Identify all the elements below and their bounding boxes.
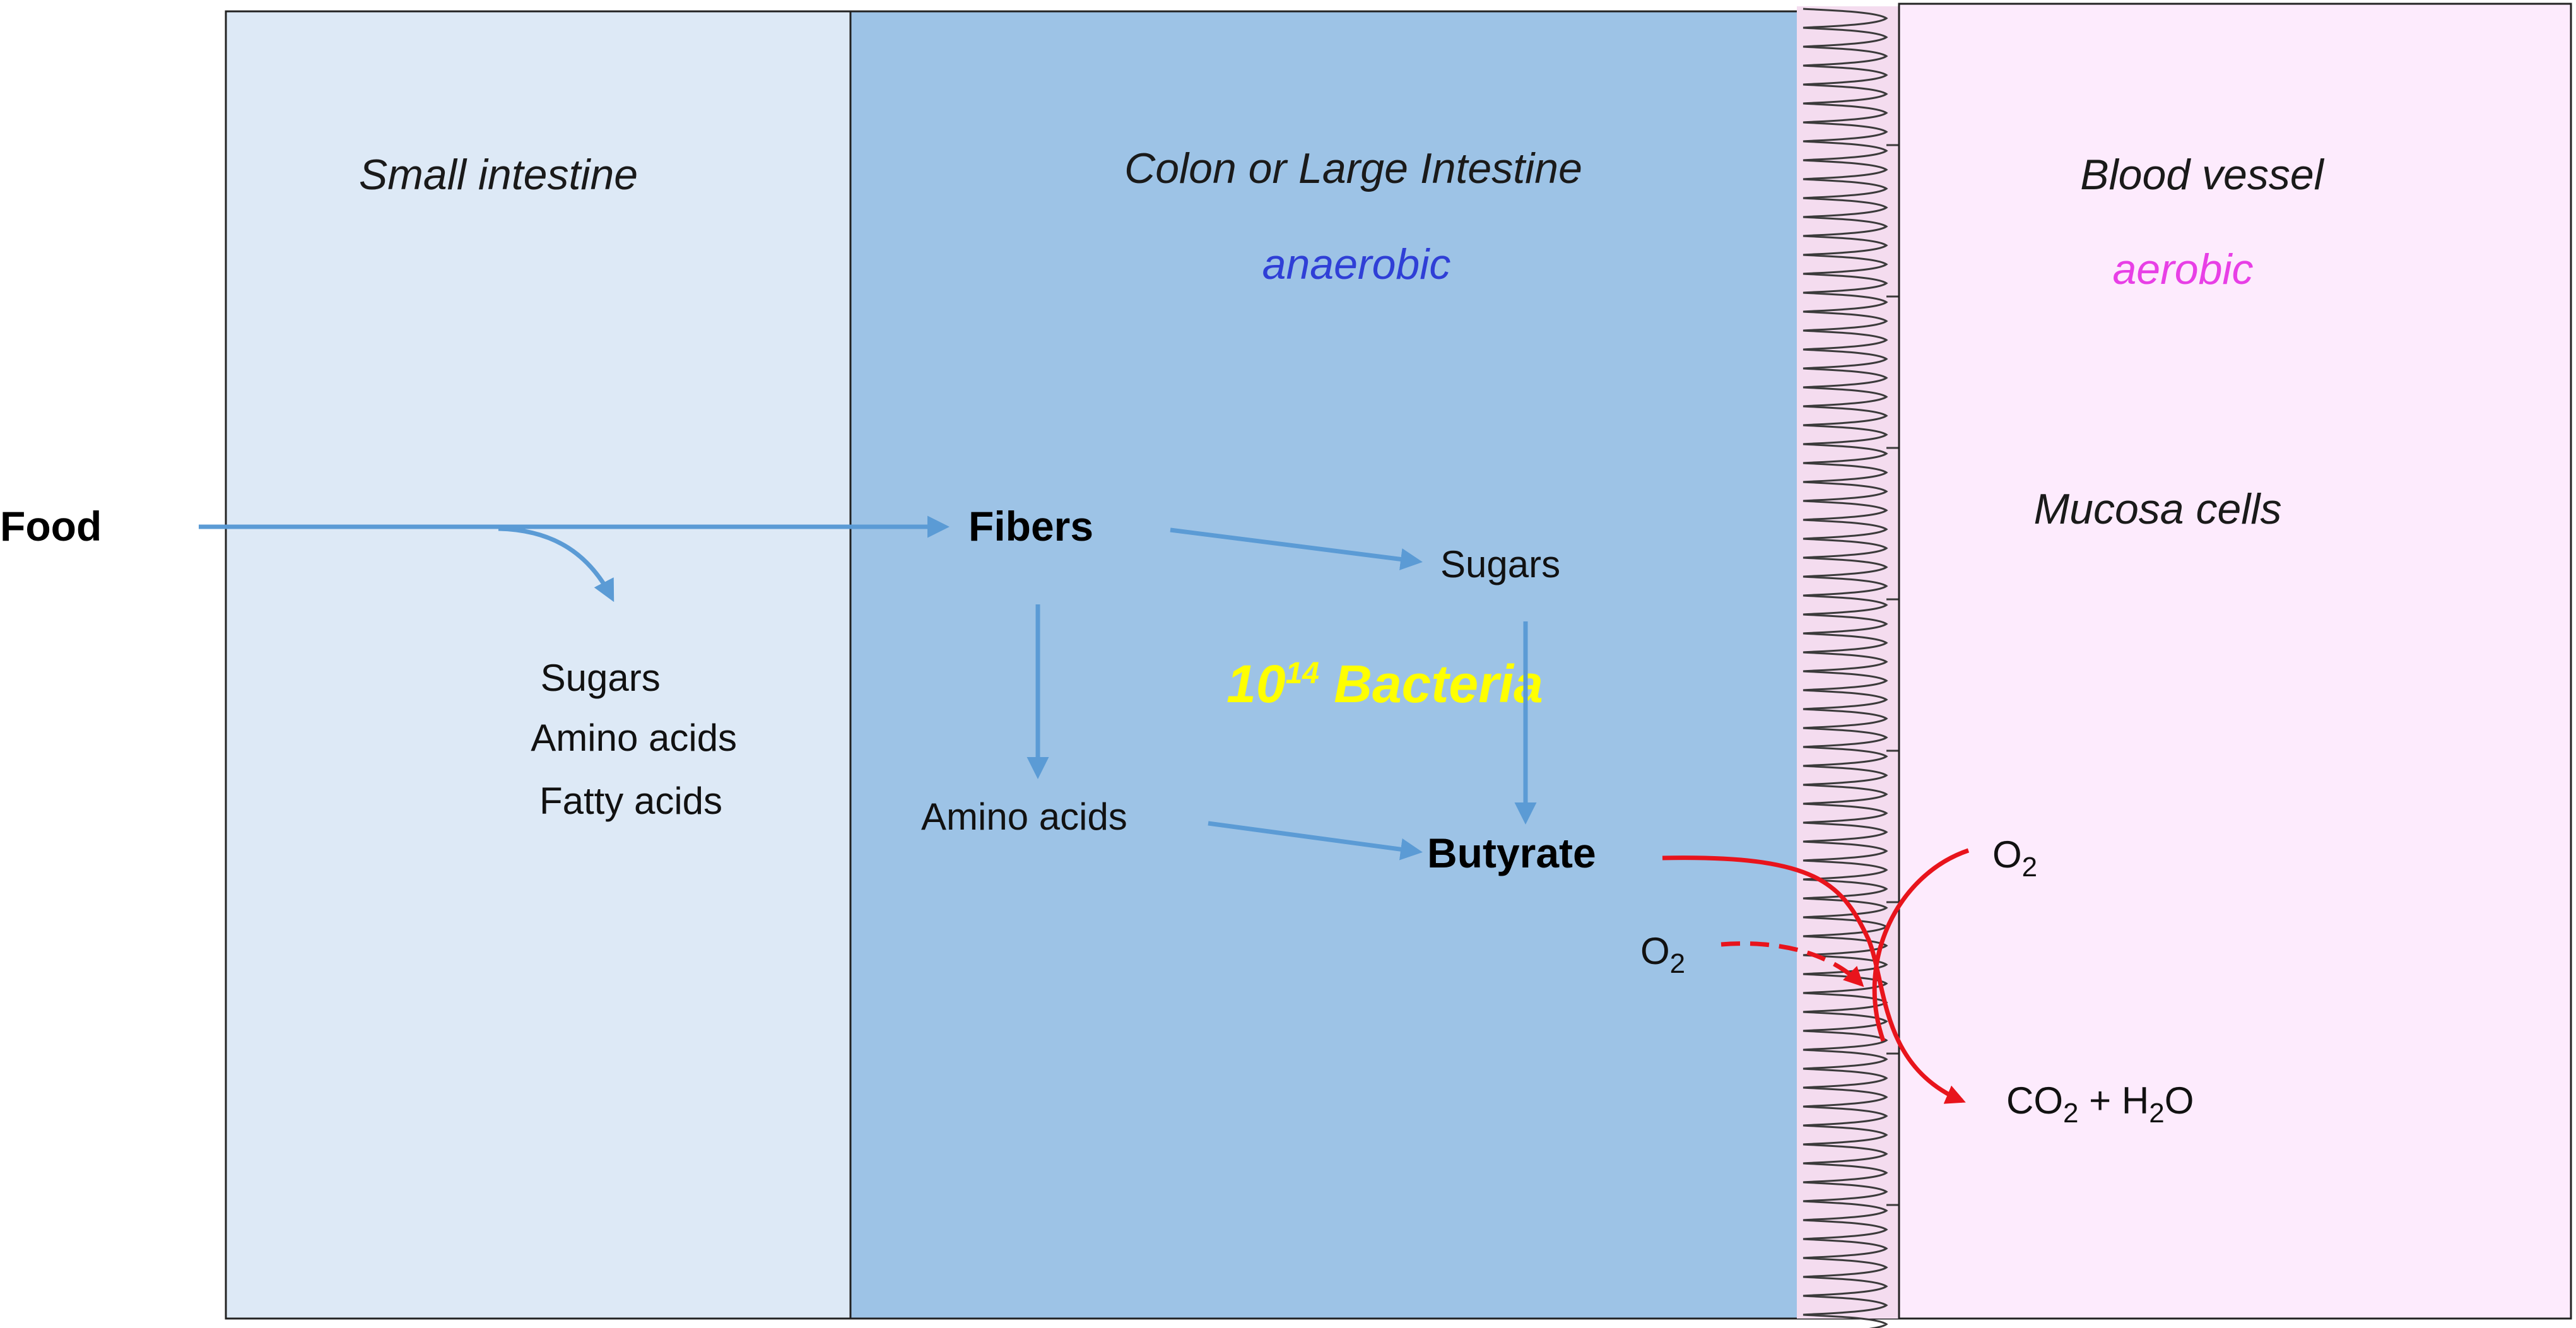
villi-fold-path: [1803, 8, 1888, 1328]
oxygen-right-label: O2: [1992, 833, 2037, 883]
oxygen-left-label: O2: [1640, 930, 1685, 979]
small-intestine-title: Small intestine: [359, 151, 638, 199]
small-intestine-absorption-arrow: [498, 526, 615, 602]
blood-oxygen-arrow: [1872, 848, 1970, 1042]
mucosa-cells-label: Mucosa cells: [2033, 485, 2281, 533]
lumen-oxygen-arrow: [1720, 941, 1864, 987]
small-product-fatty-acids: Fatty acids: [539, 780, 722, 822]
food-label: Food: [0, 503, 102, 549]
blood-vessel-panel: [1898, 3, 2572, 1320]
small-intestine-panel: [225, 10, 852, 1320]
mucosa-villi: [1803, 8, 1899, 1328]
colon-amino-acids-label: Amino acids: [921, 796, 1127, 838]
bacteria-label: 1014 Bacteria: [1226, 654, 1543, 714]
small-product-amino-acids: Amino acids: [531, 717, 737, 759]
butyrate-label: Butyrate: [1427, 830, 1596, 876]
butyrate-oxidation-arrow: [1662, 855, 1966, 1104]
small-product-sugars: Sugars: [541, 657, 661, 699]
aerobic-label: aerobic: [2112, 245, 2253, 293]
co2-water-label: CO2 + H2O: [2006, 1079, 2194, 1129]
small-intestine-products: Sugars Amino acids Fatty acids: [531, 657, 747, 822]
blood-vessel-title: Blood vessel: [2080, 151, 2324, 199]
fibers-label: Fibers: [968, 503, 1093, 549]
colon-panel: [849, 10, 1905, 1320]
anaerobic-label: anaerobic: [1262, 240, 1451, 288]
colon-sugars-label: Sugars: [1440, 543, 1560, 585]
amino-acids-to-butyrate-arrow: [1208, 821, 1423, 861]
colon-title: Colon or Large Intestine: [1124, 144, 1582, 192]
fibers-to-sugars-arrow: [1170, 527, 1423, 570]
